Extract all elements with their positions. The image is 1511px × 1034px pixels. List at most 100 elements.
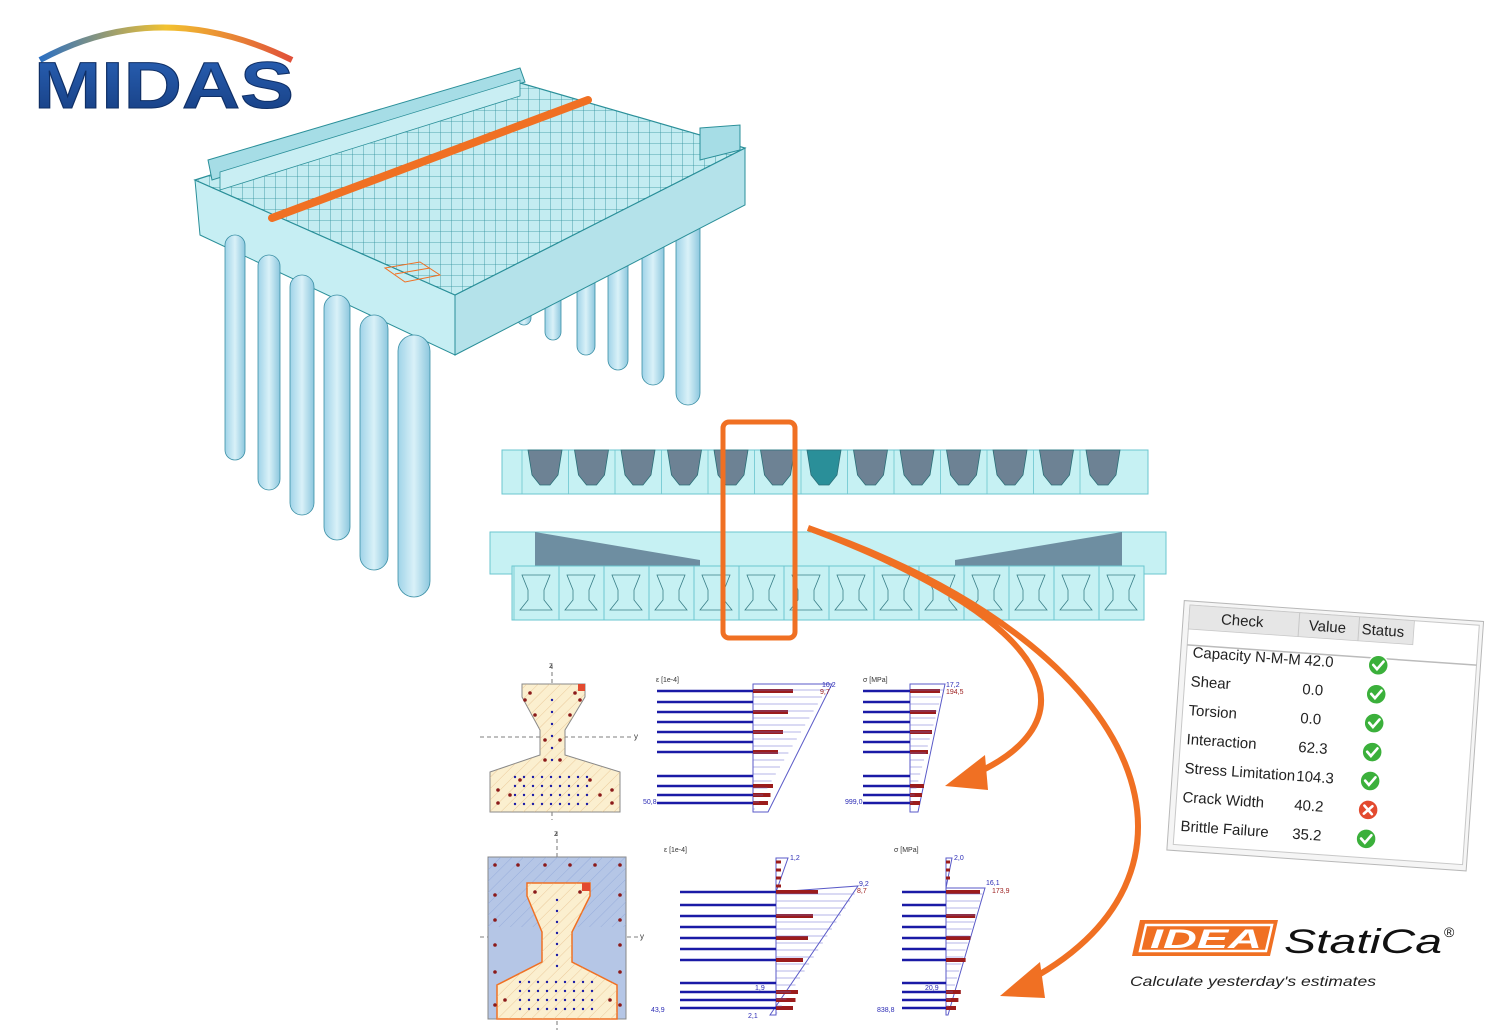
table-cell-value: 35.2 [1292,826,1322,845]
check-ok-icon [1365,683,1387,705]
table-cell-check: Crack Width [1182,789,1265,812]
selected-beam-line [268,96,592,222]
idea-logo-text: IDEA [1150,924,1262,954]
midas-logo: MIDAS [34,24,295,123]
table-cell-value: 42.0 [1304,652,1334,671]
check-ok-icon [1359,770,1381,792]
stress-mid-a-2: 16,1 [986,880,1000,887]
stress-bottom-2: 838,8 [877,1007,895,1014]
strain-top-a-1: 10,2 [822,682,836,689]
girder-section [1085,449,1121,486]
check-ok-icon [1367,654,1390,677]
result-arrows [806,525,1141,998]
girder-section [992,449,1028,486]
strain-label-1: ε [1e-4] [656,677,679,684]
front-columns [224,234,431,598]
idea-logo-badge [1132,920,1278,956]
girder-section [654,574,688,611]
table-header-status: Status [1361,621,1405,641]
brand-tagline: Calculate yesterday's estimates [1130,973,1376,989]
bridge-3d-model [193,67,747,598]
stress-diagram-2: σ [MPa] 2,0 16,1 173,9 20,9 838,8 [877,847,1010,1016]
girder-section [574,449,609,486]
table-cell-check: Interaction [1186,731,1257,753]
girder-section [699,574,733,611]
table-cell-check: Torsion [1188,702,1237,722]
stress-bottom-1: 999,0 [845,799,863,806]
strain-diagram-2: ε [1e-4] 1,2 9,2 8,7 1,9 43,9 2,1 [651,847,869,1020]
girder-section [1059,574,1093,611]
arrow-head-2 [1000,962,1045,998]
strain-mid-a-2: 9,2 [859,881,869,888]
stress-label-1: σ [MPa] [863,677,888,684]
statica-logo-text: StatiCa [1284,923,1442,961]
idea-statica-logo: IDEA StatiCa ® Calculate yesterday's est… [1130,920,1455,989]
table-cell-value: 104.3 [1296,768,1335,788]
girder-section [853,449,888,486]
girder-section [519,574,553,611]
registered-mark: ® [1444,924,1455,940]
beam-elevation-top [501,449,1149,495]
strain-bottom-1: 50,8 [643,799,657,806]
svg-text:z: z [549,661,553,670]
svg-text:y: y [634,732,638,741]
strain-diagram-1: ε [1e-4] 10,2 9,7 50,8 [643,677,836,813]
girder-section [899,449,935,486]
strain-bottom-a-2: 43,9 [651,1007,665,1014]
svg-text:y: y [640,932,644,941]
girder-section [806,449,842,486]
girder-section [879,574,913,611]
strain-bottom-b-2: 2,1 [748,1013,758,1020]
strain-top-b-1: 9,7 [820,689,830,696]
stress-top-a-1: 17,2 [946,682,960,689]
strain-label-2: ε [1e-4] [664,847,687,854]
girder-section [834,574,868,611]
girder-section [946,449,981,486]
strain-low-2: 1,9 [755,985,765,992]
girder-section [969,574,1003,611]
cross-section-2: y z [480,829,644,1030]
stress-mid-b-2: 173,9 [992,888,1010,895]
check-fail-icon [1357,799,1379,821]
stress-label-2: σ [MPa] [894,847,919,854]
girder-section [1014,574,1048,611]
table-cell-value: 0.0 [1302,681,1324,699]
check-ok-icon [1355,828,1377,850]
check-ok-icon [1361,741,1383,763]
beam-elevation-bottom [489,531,1167,621]
midas-logo-text: MIDAS [34,48,294,122]
stress-diagram-1: σ [MPa] 17,2 194,5 999,0 [845,677,964,813]
girder-section [667,449,702,486]
stress-low-2: 20,9 [925,985,939,992]
girder-section [924,574,958,611]
table-cell-value: 62.3 [1298,739,1328,758]
check-ok-icon [1363,712,1385,734]
selected-section-highlight [720,419,798,641]
table-cell-check: Shear [1190,673,1231,693]
table-header-value: Value [1308,617,1346,637]
girder-section [789,574,823,611]
strain-mid-b-2: 8,7 [857,888,867,895]
girder-section [609,574,643,611]
cross-section-1: y z [480,661,638,820]
girder-section [527,449,563,486]
table-cell-value: 40.2 [1294,797,1324,816]
svg-text:z: z [554,829,558,838]
girder-section [1039,449,1074,486]
stress-top-b-1: 194,5 [946,689,964,696]
table-header-check: Check [1220,611,1264,631]
girder-section [744,574,778,611]
girder-sections-bottom [513,565,1145,621]
girder-section [620,449,656,486]
stress-top-2: 2,0 [954,855,964,862]
girder-section [564,574,598,611]
girder-section [1104,574,1138,611]
arrow-to-section-2 [807,525,1141,988]
strain-top-2: 1,2 [790,855,800,862]
girder-sections-top [521,449,1121,494]
table-cell-check: Brittle Failure [1180,818,1269,841]
table-cell-value: 0.0 [1300,710,1322,728]
arrow-head-1 [945,755,988,790]
